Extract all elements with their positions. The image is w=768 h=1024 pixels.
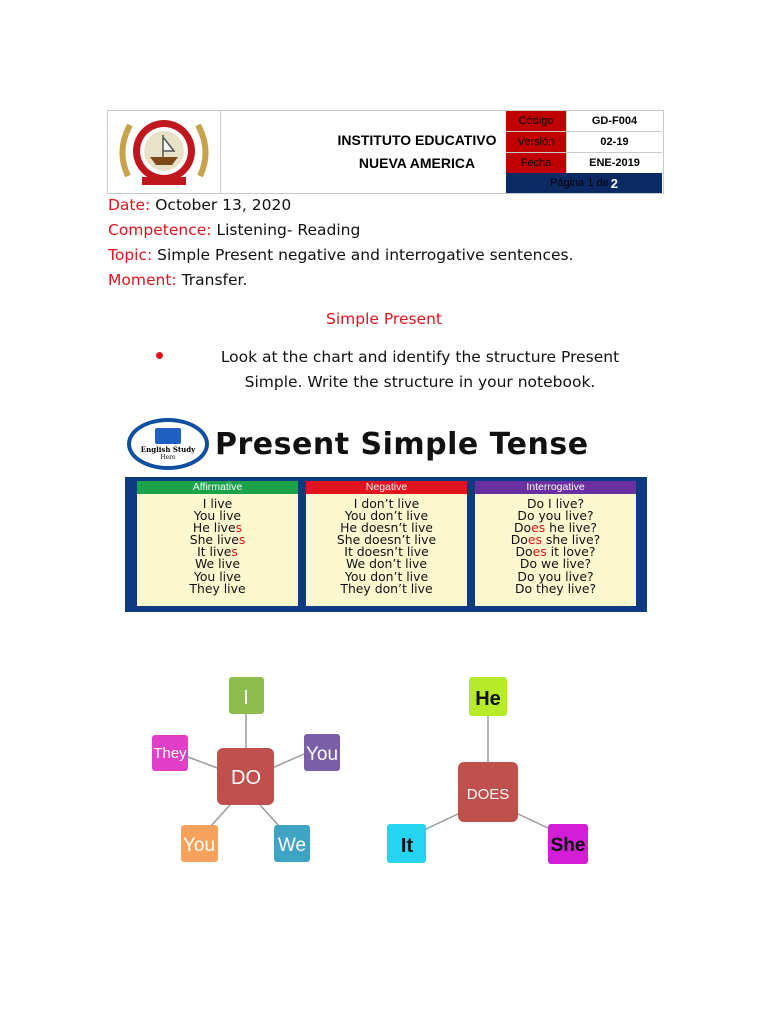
moment-label: Moment:: [108, 271, 177, 289]
does-node-she: [548, 824, 588, 864]
english-study-logo: English Study Here: [127, 418, 209, 470]
do-node-i: [229, 677, 264, 714]
column-heading: Affirmative: [137, 481, 298, 494]
conjugation-line: You don’t live: [344, 568, 429, 584]
conjugation-line: Do I live?: [526, 496, 585, 511]
conjugation-line: Does it love?: [515, 544, 596, 560]
date-line: Date: October 13, 2020: [108, 196, 291, 214]
conjugation-line: Does she live?: [510, 532, 601, 548]
conjugation-line: She doesn’t live: [336, 532, 437, 548]
section-title: Simple Present: [325, 310, 442, 328]
competence-line: Competence: Listening- Reading: [108, 221, 360, 239]
do-node-i-label: I: [243, 687, 249, 709]
do-center-label: DO: [231, 767, 261, 789]
school-logo: [108, 111, 221, 193]
school-name: INSTITUTO EDUCATIVO NUEVA AMERICA: [221, 111, 613, 193]
do-connector: [259, 804, 281, 828]
do-center-box: [217, 748, 274, 805]
do-node-you-right-label: You: [306, 744, 338, 765]
do-node-they-label: They: [153, 745, 187, 762]
page-total: 2: [610, 175, 618, 191]
do-connector: [269, 753, 305, 770]
auxiliary-diagrams-svg: DO I You We You They DOES He She It: [152, 677, 588, 864]
document-header: INSTITUTO EDUCATIVO NUEVA AMERICA Código…: [107, 110, 664, 194]
conjugation-line: You don’t live: [344, 508, 429, 524]
conjugation-line: I live: [202, 496, 233, 511]
conjugation-line: You live: [193, 508, 242, 524]
school-name-line1: INSTITUTO EDUCATIVO: [337, 132, 497, 148]
do-node-we-label: We: [278, 835, 306, 856]
column-heading: Negative: [306, 481, 467, 494]
version-row: Versión 02-19: [506, 132, 662, 153]
moment-line: Moment: Transfer.: [108, 271, 247, 289]
conjugation-line: Do we live?: [519, 556, 592, 572]
does-connector: [423, 812, 461, 831]
conjugation-line: You live: [193, 568, 242, 584]
badge-line2: Here: [160, 453, 176, 461]
conjugation-line: It lives: [197, 544, 238, 560]
page-number: Página 1 de 2: [506, 173, 662, 193]
conjugation-line: We live: [195, 556, 240, 572]
do-connector: [209, 804, 231, 828]
do-node-you-left-label: You: [183, 835, 215, 856]
book-icon: [155, 427, 181, 444]
badge-line1: English Study: [140, 444, 196, 454]
competence-value: Listening- Reading: [216, 221, 361, 239]
page-prefix: Página 1 de: [550, 177, 609, 189]
chart-title-bar: English Study Here Present Simple Tense: [125, 415, 647, 477]
school-name-line2: NUEVA AMERICA: [358, 155, 476, 171]
does-center-label: DOES: [467, 786, 510, 803]
do-node-you-left: [181, 825, 218, 862]
code-value: GD-F004: [591, 115, 638, 127]
version-key: Versión: [506, 132, 567, 152]
conjugation-line: Do they live?: [514, 580, 597, 596]
do-node-we: [274, 825, 310, 862]
conjugation-line: They don’t live: [340, 580, 433, 596]
topic-line: Topic: Simple Present negative and inter…: [108, 246, 574, 264]
conjugation-line: It doesn’t live: [344, 544, 429, 560]
date-key: Fecha: [506, 153, 567, 173]
conjugation-line: He lives: [192, 520, 243, 536]
do-node-they: [152, 735, 188, 771]
does-connector: [515, 812, 549, 829]
topic-value: Simple Present negative and interrogativ…: [157, 246, 574, 264]
auxiliary-diagrams: DO I You We You They DOES He She It: [130, 662, 640, 880]
topic-label: Topic:: [108, 246, 153, 264]
does-node-it-label: It: [401, 835, 414, 857]
document-code-table: Código GD-F004 Versión 02-19 Fecha ENE-2…: [506, 111, 662, 193]
instruction-text: Look at the chart and identify the struc…: [220, 348, 620, 391]
column-heading: Interrogative: [475, 481, 636, 494]
moment-value: Transfer.: [181, 271, 248, 289]
does-node-she-label: She: [551, 835, 586, 856]
do-connector: [187, 756, 221, 770]
conjugation-line: We don’t live: [346, 556, 427, 572]
chart-title: Present Simple Tense: [215, 427, 589, 462]
conjugation-line: Do you live?: [517, 508, 594, 524]
competence-label: Competence:: [108, 221, 212, 239]
present-simple-chart: English Study Here Present Simple Tense …: [125, 415, 647, 612]
conjugation-line: He doesn’t live: [340, 520, 433, 536]
code-key: Código: [506, 111, 567, 131]
does-node-he: [469, 677, 507, 716]
does-center-box: [458, 762, 518, 822]
date-value: October 13, 2020: [155, 196, 292, 214]
do-node-you-right: [304, 734, 340, 771]
date-row: Fecha ENE-2019: [506, 153, 662, 174]
conjugation-line: She lives: [189, 532, 246, 548]
date-label: Date:: [108, 196, 151, 214]
does-node-he-label: He: [475, 688, 501, 710]
bullet-icon: [156, 352, 163, 359]
date-value: ENE-2019: [589, 157, 640, 169]
conjugation-line: I don’t live: [353, 496, 420, 511]
conjugation-line: Does he live?: [514, 520, 597, 536]
conjugation-line: They live: [189, 580, 246, 596]
conjugation-line: Do you live?: [517, 568, 594, 584]
code-row: Código GD-F004: [506, 111, 662, 132]
version-value: 02-19: [600, 136, 629, 148]
does-node-it: [387, 824, 426, 863]
